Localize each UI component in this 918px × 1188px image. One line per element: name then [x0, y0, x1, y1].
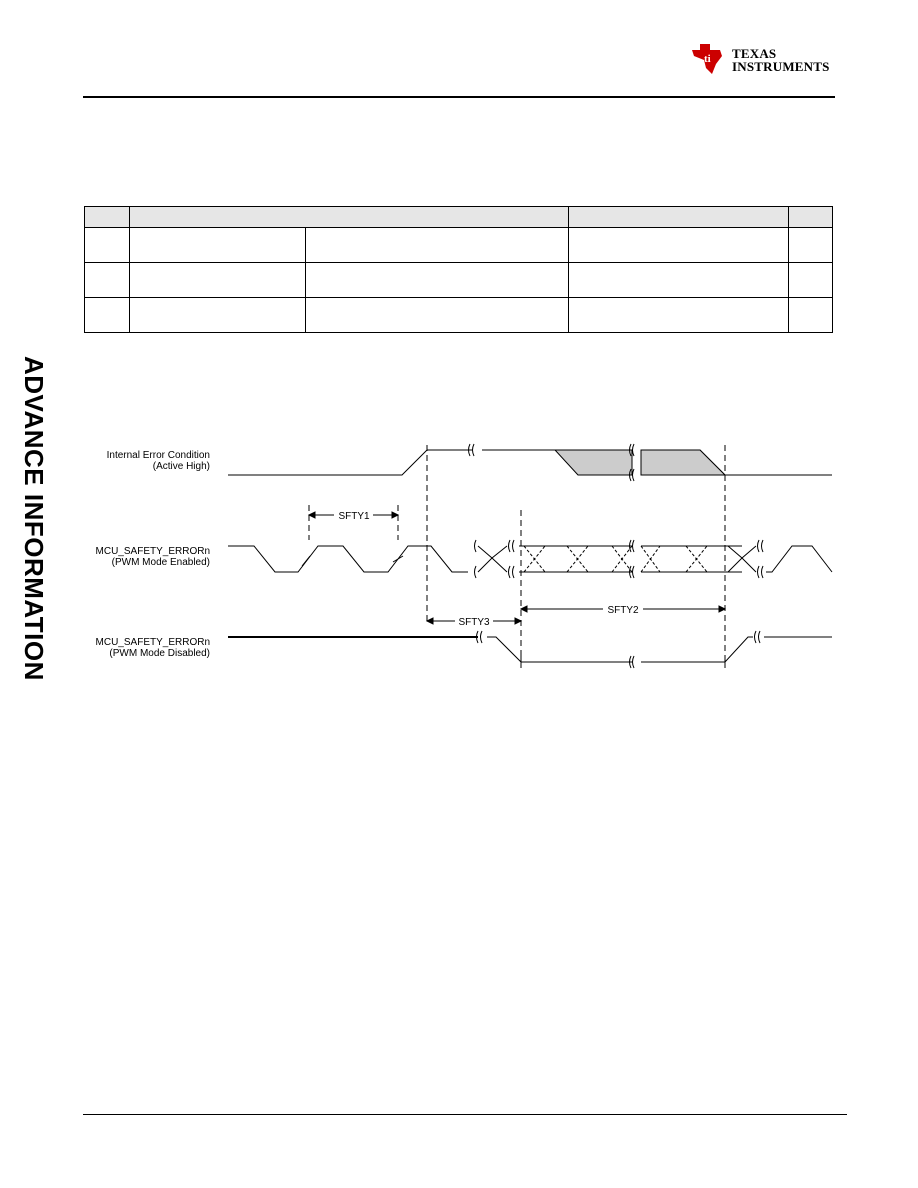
table-cell	[788, 262, 833, 298]
sfty1-arrow	[307, 505, 400, 540]
table-cell	[84, 227, 130, 263]
pwm-disabled-waveform	[228, 630, 832, 669]
table-row	[84, 297, 833, 333]
sfty3-label: SFTY3	[458, 617, 490, 628]
sfty2-label: SFTY2	[607, 605, 639, 616]
footer-rule	[83, 1114, 847, 1115]
table-cell	[568, 297, 789, 333]
table-header-cell	[84, 206, 130, 228]
table-cell	[129, 262, 306, 298]
table-cell	[129, 297, 306, 333]
table-row	[84, 227, 833, 263]
signal-label-pwm-enabled: MCU_SAFETY_ERRORn (PWM Mode Enabled)	[95, 546, 210, 568]
table-cell	[568, 262, 789, 298]
signal-label-pwm-disabled: MCU_SAFETY_ERRORn (PWM Mode Disabled)	[95, 637, 210, 659]
table-cell	[84, 262, 130, 298]
table-cell	[84, 297, 130, 333]
table-cell	[305, 297, 569, 333]
table-header-cell	[568, 206, 789, 228]
svg-text:ti: ti	[704, 53, 711, 65]
timing-diagram: SFTY1 SFTY2 SFTY3	[228, 443, 833, 669]
header-rule	[83, 96, 835, 98]
spec-table	[84, 206, 833, 333]
table-header-cell	[788, 206, 833, 228]
table-cell	[305, 262, 569, 298]
table-cell	[305, 227, 569, 263]
table-cell	[129, 227, 306, 263]
sfty1-label: SFTY1	[338, 511, 370, 522]
table-header-row	[84, 206, 833, 228]
sfty2-arrow	[519, 605, 727, 613]
table-row	[84, 262, 833, 298]
ti-logo: ti TEXAS INSTRUMENTS	[690, 42, 840, 82]
logo-line-2: INSTRUMENTS	[732, 59, 830, 74]
table-cell	[788, 227, 833, 263]
ti-emblem-icon: ti	[692, 44, 722, 74]
logo-text: TEXAS INSTRUMENTS	[732, 47, 830, 73]
pwm-enabled-waveform	[228, 539, 833, 579]
table-header-cell	[129, 206, 569, 228]
table-cell	[788, 297, 833, 333]
table-cell	[568, 227, 789, 263]
internal-error-waveform	[228, 443, 832, 482]
logo-line-1: TEXAS	[732, 46, 777, 61]
sfty3-arrow	[425, 617, 523, 625]
signal-label-internal-error: Internal Error Condition (Active High)	[106, 450, 210, 472]
timing-markers	[426, 445, 726, 665]
